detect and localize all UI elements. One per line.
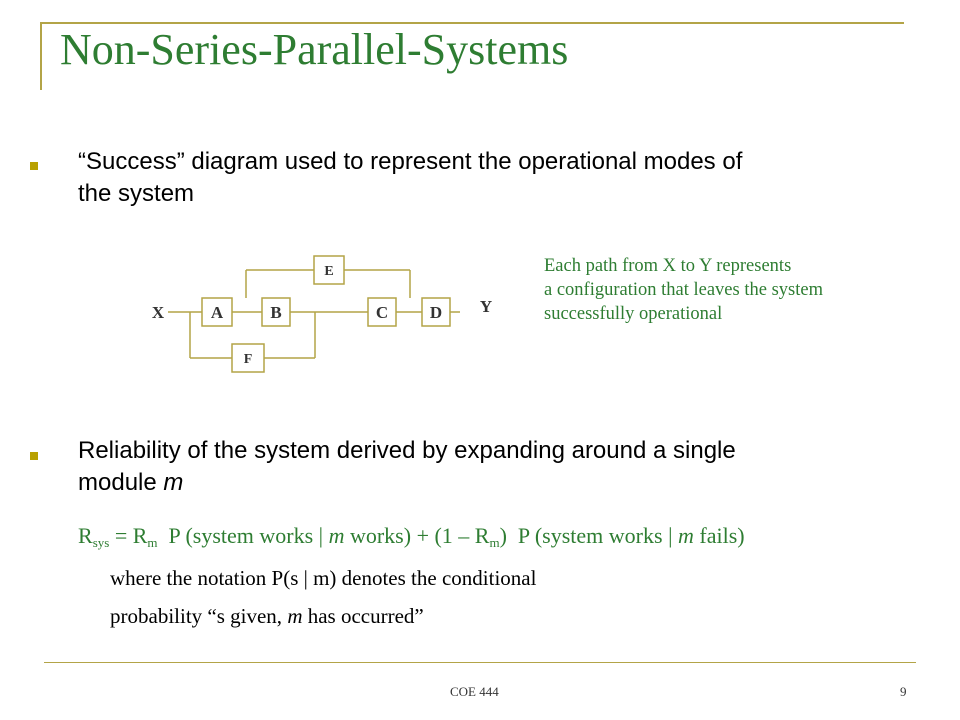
bullet-2-line-1: Reliability of the system derived by exp… [78, 437, 736, 464]
note-line-2: a configuration that leaves the system [544, 280, 823, 300]
frame-left-rule [40, 22, 42, 90]
block-b-label: B [270, 303, 281, 322]
formula-part: R [78, 523, 93, 548]
slide-title: Non-Series-Parallel-Systems [60, 25, 569, 74]
block-c [367, 297, 397, 327]
formula-part: ) P (system works | [499, 523, 678, 548]
node-x-label: X [152, 303, 165, 322]
module-variable: m [163, 469, 184, 496]
notation-line-1: where the notation P(s | m) denotes the … [110, 566, 537, 590]
block-a-label: A [211, 303, 224, 322]
block-a [201, 297, 233, 327]
bullet-2: Reliability of the system derived by exp… [78, 435, 898, 499]
notation-line-2: probability “s given, m has occurred” [110, 604, 424, 629]
block-f-label: F [244, 352, 253, 367]
block-e-label: E [324, 264, 333, 279]
bullet-marker-1 [30, 162, 38, 170]
block-d-label: D [430, 303, 442, 322]
footer-rule [44, 662, 916, 663]
formula-part: P (system works | [157, 523, 329, 548]
formula-sub: sys [92, 535, 110, 550]
reliability-formula: Rsys = Rm P (system works | m works) + (… [78, 523, 745, 551]
formula-part: works) + (1 – R [344, 523, 490, 548]
notation-text: has occurred” [302, 604, 424, 628]
formula-sub: m [489, 535, 500, 550]
bullet-1: “Success” diagram used to represent the … [78, 146, 898, 210]
formula-part: fails) [693, 523, 745, 548]
diagram-note: Each path from X to Y represents a confi… [544, 254, 823, 326]
page-number: 9 [900, 684, 907, 699]
bullet-1-line-2: the system [78, 180, 195, 207]
formula-var: m [328, 523, 345, 548]
bullet-1-line-1: “Success” diagram used to represent the … [78, 148, 743, 175]
block-d [421, 297, 451, 327]
frame-top-rule [40, 22, 904, 24]
bullet-2-line-2-text: module [78, 469, 164, 496]
notation-text: probability “s given, [110, 604, 288, 628]
note-line-3: successfully operational [544, 304, 723, 324]
diagram-wires [168, 269, 460, 359]
notation-var: m [287, 604, 303, 628]
block-b [261, 297, 291, 327]
footer-course: COE 444 [450, 684, 499, 699]
node-y-label: Y [480, 297, 492, 316]
success-diagram: X Y A B C D E F [152, 255, 492, 373]
block-c-label: C [376, 303, 388, 322]
formula-sub: m [147, 535, 158, 550]
note-line-1: Each path from X to Y represents [544, 256, 792, 276]
block-e [313, 255, 345, 285]
block-f [231, 343, 265, 373]
formula-var: m [677, 523, 694, 548]
formula-part: = R [109, 523, 148, 548]
bullet-marker-2 [30, 452, 38, 460]
bullet-2-line-2: module m [78, 467, 898, 499]
